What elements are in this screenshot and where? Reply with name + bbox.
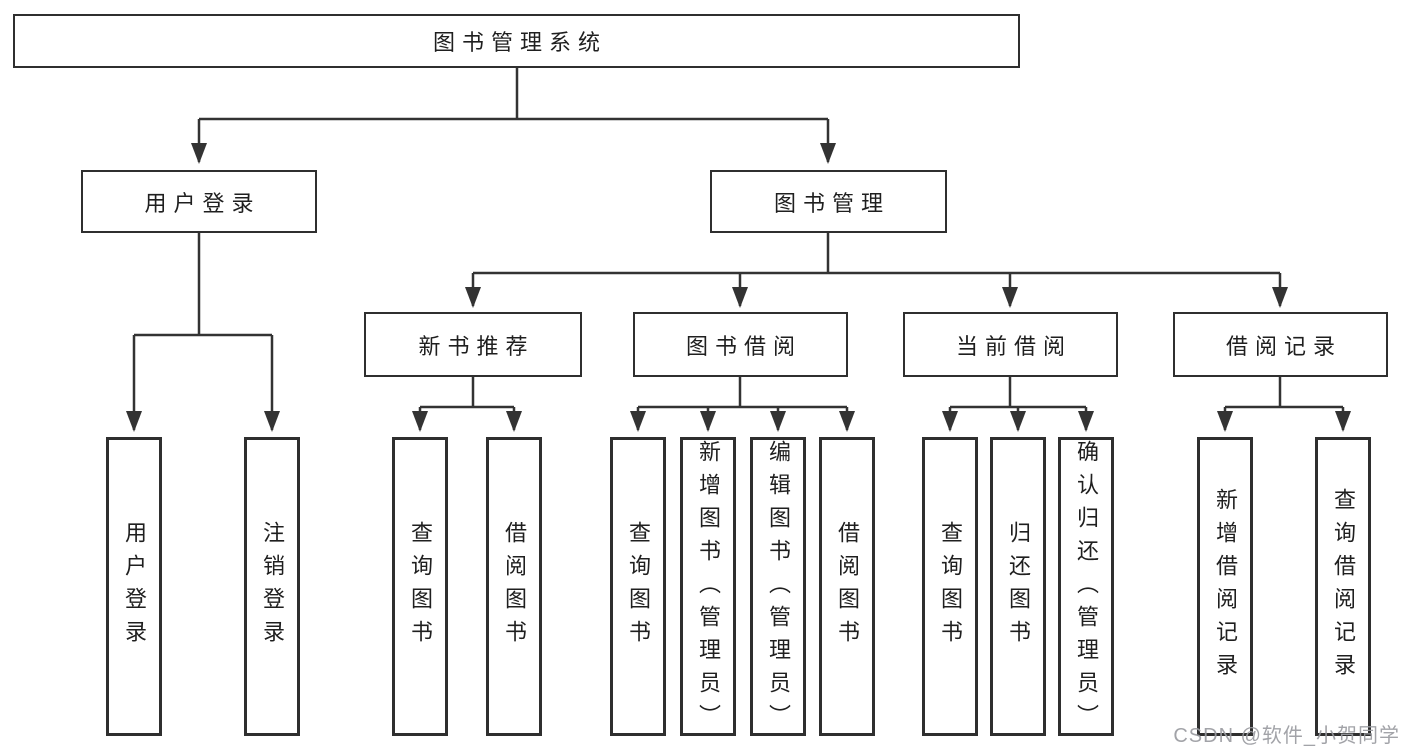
node-label: 借阅记录 xyxy=(1225,333,1342,359)
node-label: 新书推荐 xyxy=(418,333,535,359)
node-label: 用户登录 xyxy=(122,520,147,653)
node-label: 图书管理 xyxy=(773,190,890,216)
leaf-logout: 注销登录 xyxy=(244,437,300,736)
node-label: 确认归还（管理员） xyxy=(1074,440,1099,737)
leaf-records-query-record: 查询借阅记录 xyxy=(1315,437,1371,736)
leaf-newbook-query-books: 查询图书 xyxy=(392,437,448,736)
node-current-borrow: 当前借阅 xyxy=(903,312,1118,377)
node-label: 图书管理系统 xyxy=(432,30,607,55)
node-book-borrow: 图书借阅 xyxy=(633,312,848,377)
leaf-user-login: 用户登录 xyxy=(106,437,162,736)
node-label: 新增图书（管理员） xyxy=(696,440,721,737)
node-root: 图书管理系统 xyxy=(13,14,1020,68)
leaf-borrow-borrow-books: 借阅图书 xyxy=(819,437,875,736)
leaf-records-add-record: 新增借阅记录 xyxy=(1197,437,1253,736)
leaf-current-return-books: 归还图书 xyxy=(990,437,1046,736)
leaf-newbook-borrow-books: 借阅图书 xyxy=(486,437,542,736)
node-label: 图书借阅 xyxy=(685,333,802,359)
leaf-borrow-edit-books-admin: 编辑图书（管理员） xyxy=(750,437,806,737)
connector-root-to-level2 xyxy=(191,68,836,164)
node-label: 用户登录 xyxy=(144,190,261,216)
node-label: 查询图书 xyxy=(626,520,651,653)
node-book-management: 图书管理 xyxy=(710,170,947,233)
node-label: 查询借阅记录 xyxy=(1331,487,1356,686)
node-label: 查询图书 xyxy=(938,520,963,653)
connector-borrow-branch xyxy=(630,377,855,432)
csdn-watermark: CSDN @软件_小贺同学 xyxy=(1173,725,1400,747)
leaf-borrow-add-books-admin: 新增图书（管理员） xyxy=(680,437,736,737)
node-user-login: 用户登录 xyxy=(81,170,317,233)
node-label: 编辑图书（管理员） xyxy=(766,440,791,737)
node-label: 当前借阅 xyxy=(955,333,1072,359)
node-label: 查询图书 xyxy=(408,520,433,653)
leaf-borrow-query-books: 查询图书 xyxy=(610,437,666,736)
node-label: 借阅图书 xyxy=(502,520,527,653)
connector-records-branch xyxy=(1217,377,1351,432)
node-new-book-recommend: 新书推荐 xyxy=(364,312,582,377)
node-borrow-records: 借阅记录 xyxy=(1173,312,1388,377)
connector-user-login-branch xyxy=(126,233,280,432)
node-label: 借阅图书 xyxy=(835,520,860,653)
leaf-current-confirm-return-admin: 确认归还（管理员） xyxy=(1058,437,1114,737)
connector-book-mgmt-branch xyxy=(465,233,1288,308)
node-label: 注销登录 xyxy=(260,520,285,653)
connector-newbook-branch xyxy=(412,377,522,432)
leaf-current-query-books: 查询图书 xyxy=(922,437,978,736)
node-label: 新增借阅记录 xyxy=(1213,487,1238,686)
connector-current-branch xyxy=(942,377,1094,432)
node-label: 归还图书 xyxy=(1006,520,1031,653)
